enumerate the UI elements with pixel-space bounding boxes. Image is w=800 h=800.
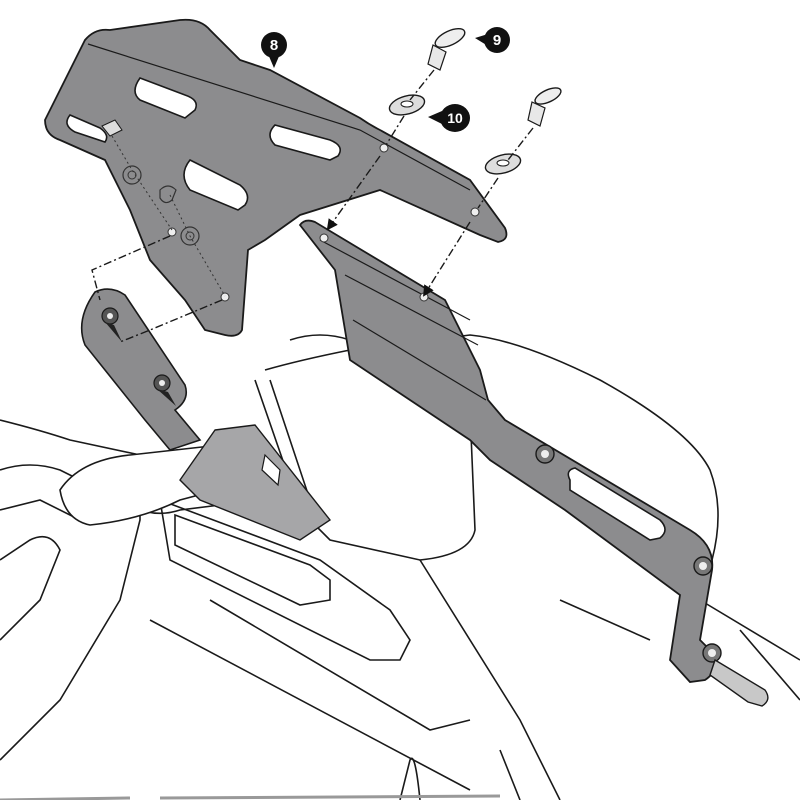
- callout-9-badge: 9: [484, 27, 510, 53]
- callout-10-badge: 10: [440, 104, 470, 132]
- left-side-bracket: [80, 288, 202, 451]
- motorcycle-body-outline: [0, 334, 800, 800]
- assembly-guide-lines: [91, 69, 534, 343]
- callout-9-label: 9: [492, 31, 502, 49]
- callout-10-pointer: [428, 111, 442, 124]
- washer-left: [388, 94, 426, 116]
- callout-10-label: 10: [447, 110, 463, 126]
- right-side-bracket: [298, 219, 769, 707]
- washer-right: [484, 153, 522, 175]
- screw-right: [527, 87, 562, 127]
- screw-left: [427, 28, 466, 71]
- grab-handle-part: [179, 424, 332, 541]
- callout-8-label: 8: [269, 36, 279, 54]
- dotted-alignment-lines: [111, 135, 226, 297]
- rack-plate: [44, 18, 508, 337]
- callout-8-badge: 8: [261, 32, 287, 58]
